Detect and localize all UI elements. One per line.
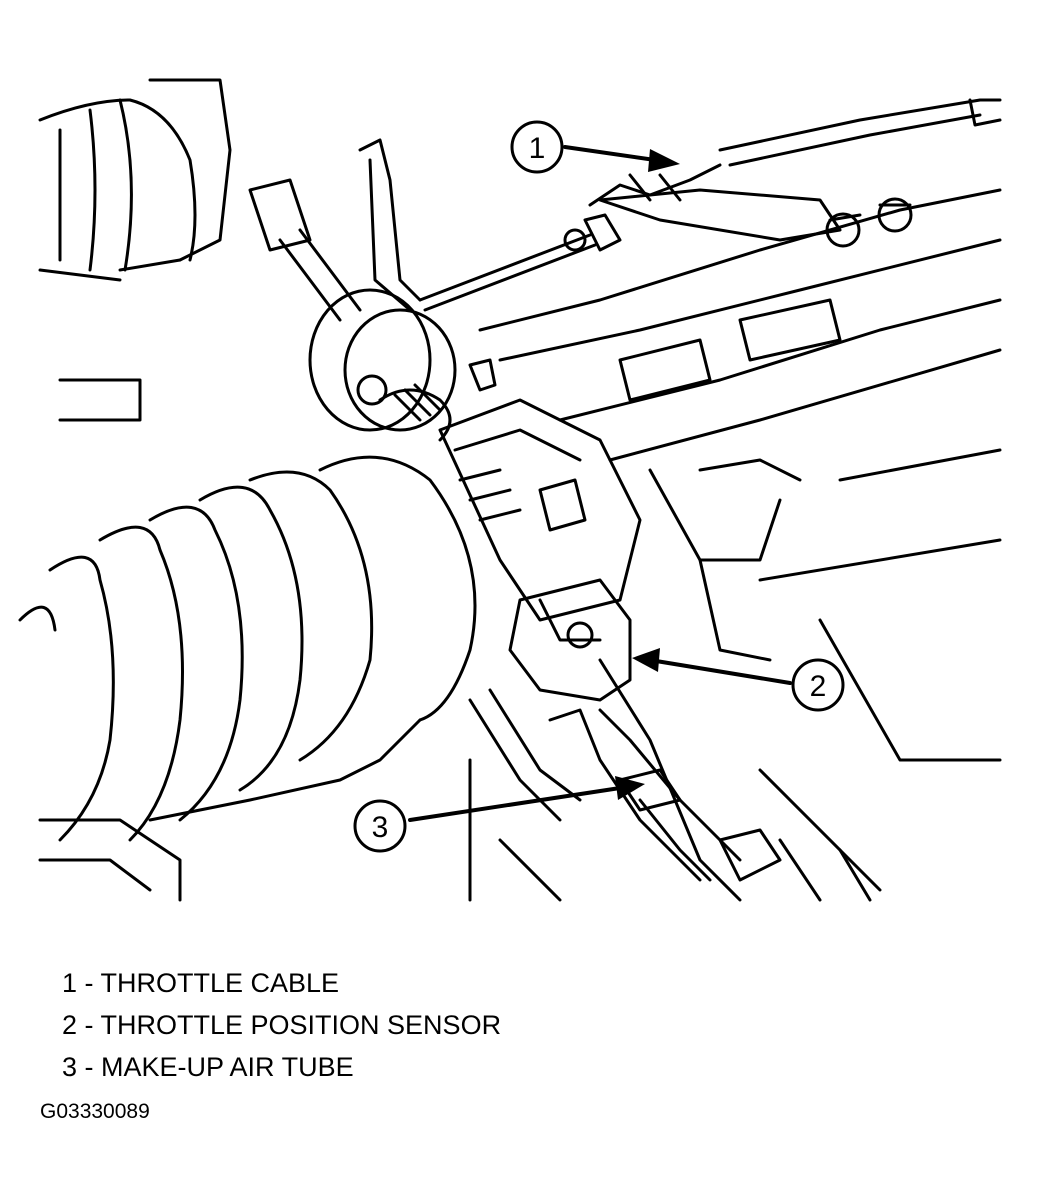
throttle-cable [418, 163, 722, 312]
throttle-body [308, 288, 642, 622]
upper-air-duct [38, 78, 232, 282]
throttle-position-sensor [508, 578, 632, 702]
make-up-air-tube [548, 708, 782, 882]
callout-arrows [408, 145, 792, 822]
throttle-body-illustration: 1 2 3 [18, 78, 1002, 902]
callout-number-2: 2 [810, 670, 827, 703]
callout-circle-2 [791, 658, 845, 712]
legend-item-make-up-air-tube: 3 - MAKE-UP AIR TUBE [62, 1052, 354, 1082]
callout-circle-3 [353, 799, 407, 853]
callout-circles [353, 120, 845, 853]
upper-bracket-and-bolts [598, 98, 1002, 248]
intake-manifold [478, 188, 1002, 902]
arrowheads [615, 149, 680, 800]
callout-circle-1 [510, 120, 564, 174]
air-tubes [248, 138, 582, 822]
callout-number-1: 1 [529, 132, 546, 165]
figure-id: G03330089 [40, 1100, 150, 1123]
air-intake-boot [18, 455, 477, 842]
legend-item-throttle-cable: 1 - THROTTLE CABLE [62, 968, 340, 998]
lower-frame [38, 378, 872, 902]
callout-number-3: 3 [372, 811, 389, 844]
legend: 1 - THROTTLE CABLE 2 - THROTTLE POSITION… [62, 962, 501, 1088]
legend-item-throttle-position-sensor: 2 - THROTTLE POSITION SENSOR [62, 1010, 502, 1040]
